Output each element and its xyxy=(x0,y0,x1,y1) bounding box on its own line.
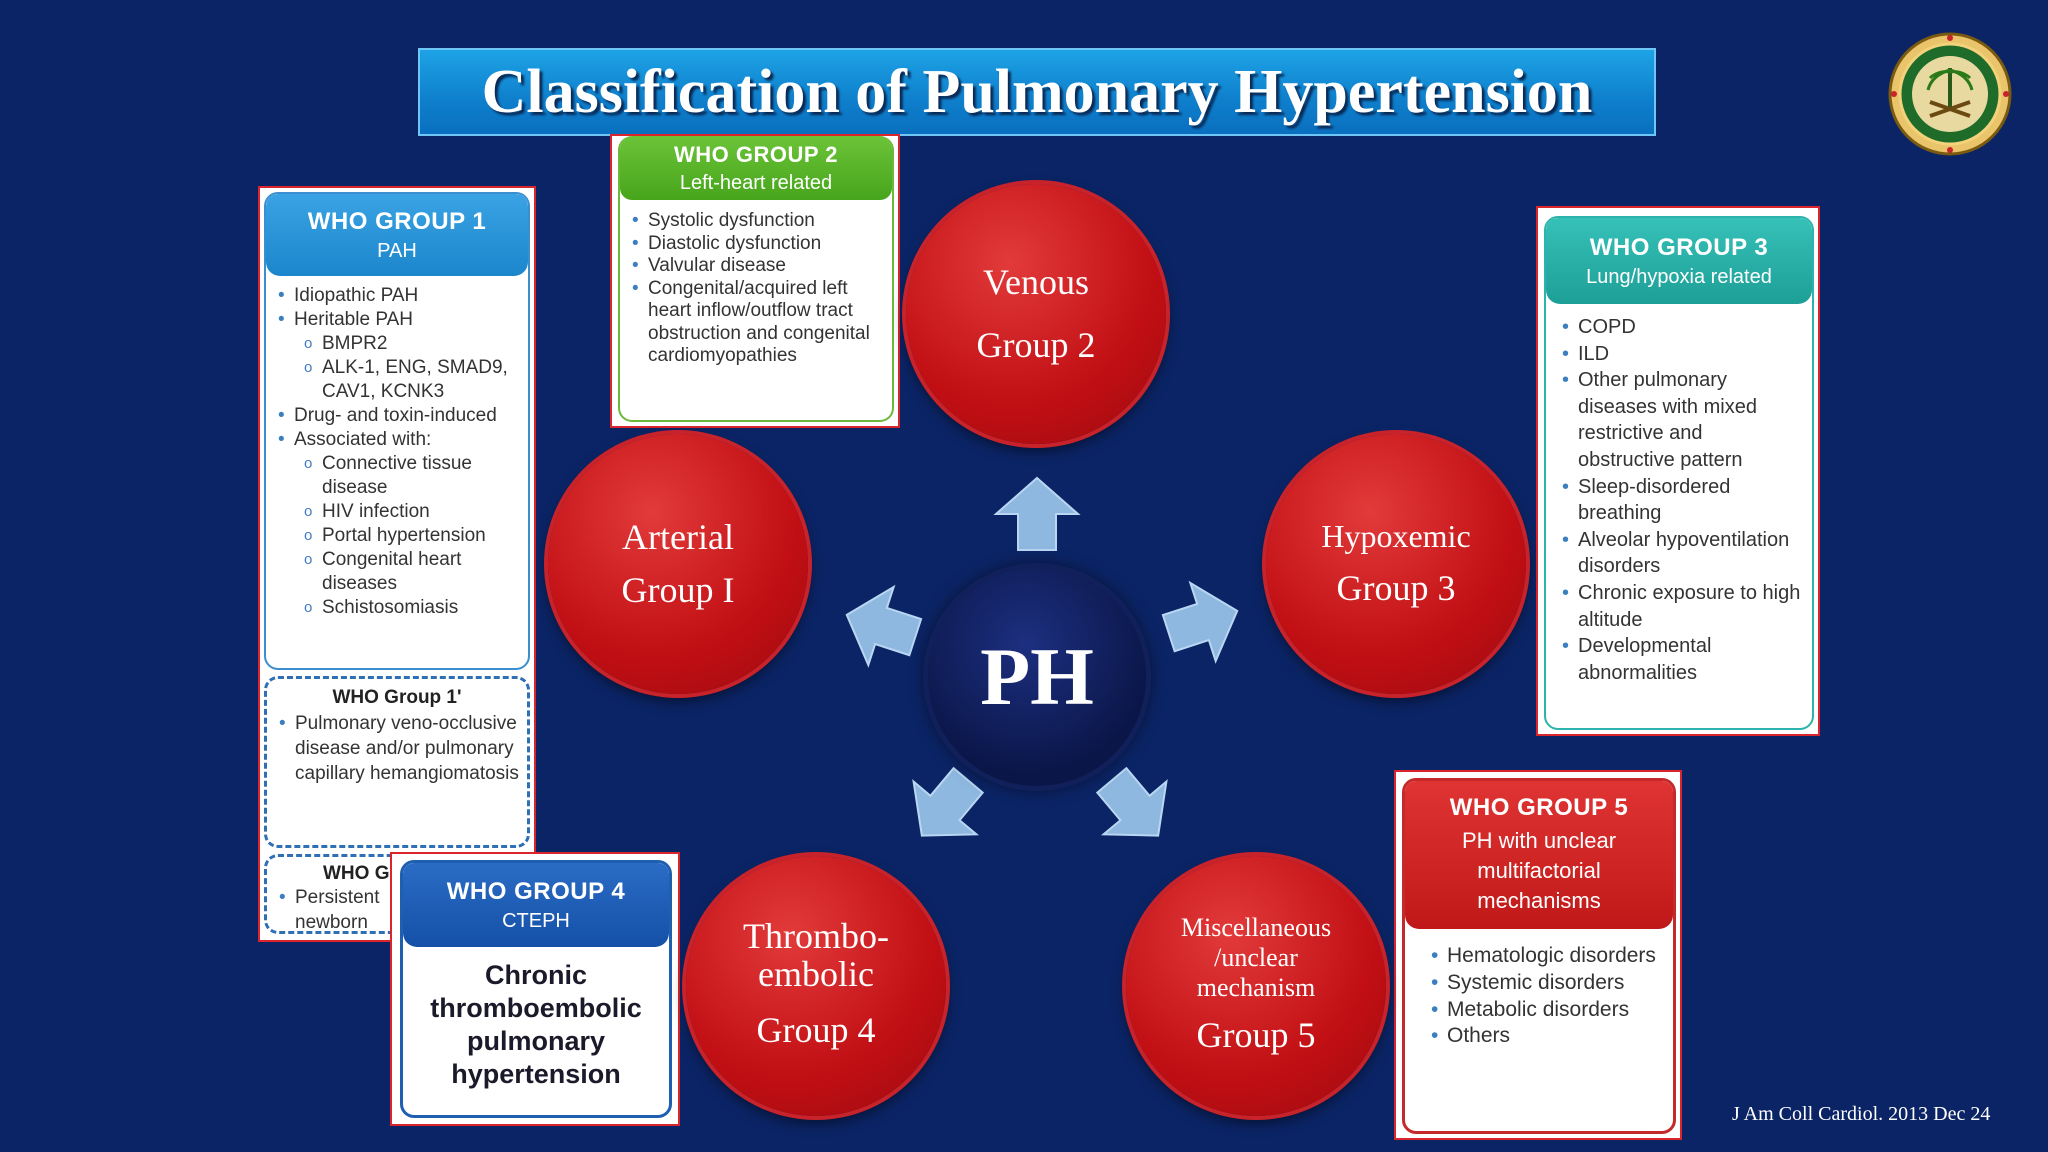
group1-list: Idiopathic PAHHeritable PAHBMPR2ALK-1, E… xyxy=(266,276,528,620)
group1-prime-card: WHO Group 1' Pulmonary veno-occlusive di… xyxy=(264,676,530,848)
list-item: Chronic exposure to high altitude xyxy=(1554,580,1804,633)
list-item: Persistent xyxy=(271,885,519,910)
circle-label: Hypoxemic xyxy=(1321,517,1471,554)
list-item: HIV infection xyxy=(270,500,522,524)
group4-body: Chronic thromboembolic pulmonary hyperte… xyxy=(430,960,642,1089)
list-item: Heritable PAH xyxy=(270,308,522,332)
list-item: Hematologic disorders xyxy=(1423,943,1665,970)
list-item: Congenital heart diseases xyxy=(270,548,522,596)
list-item: Connective tissue disease xyxy=(270,452,522,500)
list-item: Associated with: xyxy=(270,428,522,452)
thromboembolic-group4-circle: Thrombo- embolic Group 4 xyxy=(686,856,946,1116)
venous-group2-circle: Venous Group 2 xyxy=(906,184,1166,444)
misc-group5-circle: Miscellaneous /unclear mechanism Group 5 xyxy=(1126,856,1386,1116)
list-item: Diastolic dysfunction xyxy=(624,233,882,256)
list-item: COPD xyxy=(1554,314,1804,341)
group1-subtitle: PAH xyxy=(377,239,417,262)
list-item: Systolic dysfunction xyxy=(624,210,882,233)
circle-label: Group 3 xyxy=(1336,568,1456,609)
list-item: Others xyxy=(1423,1023,1665,1050)
list-item: Sleep-disordered breathing xyxy=(1554,474,1804,527)
group1-prime-title: WHO Group 1' xyxy=(332,687,462,708)
list-item: Metabolic disorders xyxy=(1423,997,1665,1024)
list-item: Systemic disorders xyxy=(1423,970,1665,997)
group3-card: WHO GROUP 3 Lung/hypoxia related COPDILD… xyxy=(1544,216,1814,730)
list-item: Developmental abnormalities xyxy=(1554,633,1804,686)
group5-frame: WHO GROUP 5 PH with unclear multifactori… xyxy=(1394,770,1682,1140)
group4-subtitle: CTEPH xyxy=(502,909,570,932)
group5-list: Hematologic disordersSystemic disordersM… xyxy=(1405,929,1673,1050)
arrow-right-icon xyxy=(1161,580,1239,664)
list-item: Schistosomiasis xyxy=(270,596,522,620)
group3-list: COPDILDOther pulmonary diseases with mix… xyxy=(1546,304,1812,686)
institution-seal-icon xyxy=(1888,32,2012,156)
group2-title: WHO GROUP 2 xyxy=(673,141,838,167)
citation: J Am Coll Cardiol. 2013 Dec 24 xyxy=(1732,1103,1991,1125)
circle-label: mechanism xyxy=(1196,972,1316,1002)
arrow-down-right-icon xyxy=(1095,766,1168,837)
hypoxemic-group3-circle: Hypoxemic Group 3 xyxy=(1266,434,1526,694)
list-item: newborn xyxy=(295,912,368,933)
page-title: Classification of Pulmonary Hypertension xyxy=(481,57,1593,126)
group2-list: Systolic dysfunctionDiastolic dysfunctio… xyxy=(620,200,892,368)
circle-label: /unclear xyxy=(1214,942,1298,972)
group1-dblprime-title: WHO G xyxy=(323,863,390,884)
group2-header: WHO GROUP 2 Left-heart related xyxy=(620,136,892,200)
list-item: Drug- and toxin-induced xyxy=(270,404,522,428)
list-item: Congenital/acquired left heart inflow/ou… xyxy=(624,278,882,368)
group3-title: WHO GROUP 3 xyxy=(1589,233,1769,261)
group3-subtitle: Lung/hypoxia related xyxy=(1586,265,1772,288)
group1-frame: WHO GROUP 1 PAH Idiopathic PAHHeritable … xyxy=(258,186,536,942)
group2-card: WHO GROUP 2 Left-heart related Systolic … xyxy=(618,136,894,422)
group3-header: WHO GROUP 3 Lung/hypoxia related xyxy=(1546,218,1812,304)
ph-center-circle: PH xyxy=(928,568,1146,786)
group5-subtitle: PH with unclear multifactorial mechanism… xyxy=(1461,828,1617,913)
circle-label: Group I xyxy=(621,570,735,610)
group2-subtitle: Left-heart related xyxy=(679,171,833,194)
group4-title: WHO GROUP 4 xyxy=(446,877,626,905)
group4-card: WHO GROUP 4 CTEPH Chronic thromboembolic… xyxy=(400,860,672,1118)
group2-frame: WHO GROUP 2 Left-heart related Systolic … xyxy=(610,134,900,428)
circle-label: Miscellaneous xyxy=(1180,912,1332,942)
group5-card: WHO GROUP 5 PH with unclear multifactori… xyxy=(1402,778,1676,1134)
circle-label: embolic xyxy=(758,953,874,994)
list-item: ILD xyxy=(1554,341,1804,368)
center-label: PH xyxy=(980,631,1094,722)
group5-title: WHO GROUP 5 xyxy=(1449,794,1629,821)
arrow-up-icon xyxy=(993,476,1081,551)
list-item: Portal hypertension xyxy=(270,524,522,548)
list-item: Alveolar hypoventilation disorders xyxy=(1554,527,1804,580)
list-item: ALK-1, ENG, SMAD9, CAV1, KCNK3 xyxy=(270,356,522,404)
group4-frame: WHO GROUP 4 CTEPH Chronic thromboembolic… xyxy=(390,852,680,1126)
group1-title: WHO GROUP 1 xyxy=(307,207,487,235)
title-bar: Classification of Pulmonary Hypertension xyxy=(418,48,1656,136)
group1-prime-list: Pulmonary veno-occlusive disease and/or … xyxy=(267,709,527,786)
arterial-group1-circle: Arterial Group I xyxy=(548,434,808,694)
group1-card: WHO GROUP 1 PAH Idiopathic PAHHeritable … xyxy=(264,192,530,670)
group3-frame: WHO GROUP 3 Lung/hypoxia related COPDILD… xyxy=(1536,206,1820,736)
group1-header: WHO GROUP 1 PAH xyxy=(266,194,528,276)
list-item: Valvular disease xyxy=(624,255,882,278)
circle-label: Group 2 xyxy=(976,325,1096,365)
circle-label: Group 4 xyxy=(756,1010,876,1051)
circle-label: Group 5 xyxy=(1196,1015,1316,1056)
circle-label: Venous xyxy=(983,262,1089,303)
list-item: Pulmonary veno-occlusive disease and/or … xyxy=(271,711,519,786)
circle-label: Arterial xyxy=(622,517,734,558)
arrow-left-icon xyxy=(845,584,923,668)
list-item: BMPR2 xyxy=(270,332,522,356)
group5-header: WHO GROUP 5 PH with unclear multifactori… xyxy=(1405,781,1673,929)
group1-dblprime-list: Persistent newborn xyxy=(267,885,527,933)
list-item: Other pulmonary diseases with mixed rest… xyxy=(1554,367,1804,473)
arrow-down-left-icon xyxy=(912,766,985,837)
group4-header: WHO GROUP 4 CTEPH xyxy=(403,863,669,947)
circle-label: Thrombo- xyxy=(743,915,889,956)
list-item: Idiopathic PAH xyxy=(270,284,522,308)
